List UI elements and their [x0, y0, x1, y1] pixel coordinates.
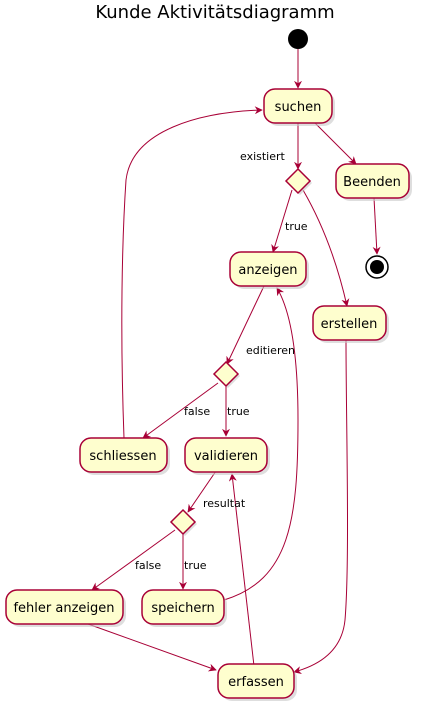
- label-true-validieren: true: [227, 405, 250, 418]
- edge-resultat-fehler: [91, 529, 176, 591]
- node-speichern: speichern: [141, 589, 227, 627]
- node-erfassen: erfassen: [217, 663, 297, 701]
- label-true-speichern: true: [184, 559, 207, 572]
- node-fehler-anzeigen: fehler anzeigen: [5, 589, 126, 627]
- edge-schliessen-suchen: [121, 106, 263, 439]
- node-erstellen: erstellen: [312, 305, 389, 343]
- edge-anzeigen-editieren: [226, 285, 265, 365]
- edge-existiert-erstellen: [302, 189, 350, 307]
- node-label: suchen: [275, 100, 322, 115]
- node-label: speichern: [151, 601, 214, 616]
- node-validieren: validieren: [184, 437, 270, 475]
- edge-erstellen-erfassen: [293, 339, 349, 674]
- decision-resultat: [169, 508, 197, 536]
- diagram-title: Kunde Aktivitätsdiagramm: [95, 2, 334, 23]
- decision-editieren: [212, 360, 240, 388]
- node-label: fehler anzeigen: [13, 601, 114, 616]
- end-node: [365, 255, 389, 279]
- edge-suchen-beenden: [313, 121, 357, 165]
- node-suchen: suchen: [263, 88, 335, 126]
- label-editieren: editieren: [246, 344, 295, 357]
- node-label: erstellen: [321, 317, 378, 332]
- label-resultat: resultat: [203, 497, 246, 510]
- edge-speichern-anzeigen: [223, 287, 299, 601]
- edge-validieren-resultat: [187, 470, 217, 513]
- edge-fehler-erfassen: [87, 623, 217, 672]
- label-false-schliessen: false: [184, 405, 210, 418]
- node-anzeigen: anzeigen: [229, 251, 309, 289]
- node-label: erfassen: [228, 675, 284, 690]
- label-existiert: existiert: [240, 150, 286, 163]
- edge-editieren-schliessen: [142, 382, 219, 439]
- node-label: Beenden: [343, 175, 401, 190]
- node-beenden: Beenden: [335, 163, 412, 201]
- label-false-fehler: false: [135, 559, 161, 572]
- edge-existiert-anzeigen: [271, 189, 293, 253]
- edge-beenden-end: [372, 197, 381, 255]
- edges: [87, 49, 381, 674]
- node-label: schliessen: [89, 449, 156, 464]
- decision-existiert: [284, 167, 312, 195]
- node-schliessen: schliessen: [79, 437, 170, 475]
- start-node: [288, 29, 308, 49]
- edge-erfassen-validieren: [228, 473, 255, 667]
- label-true-anzeigen: true: [285, 220, 308, 233]
- node-label: validieren: [194, 449, 258, 464]
- node-label: anzeigen: [238, 263, 297, 278]
